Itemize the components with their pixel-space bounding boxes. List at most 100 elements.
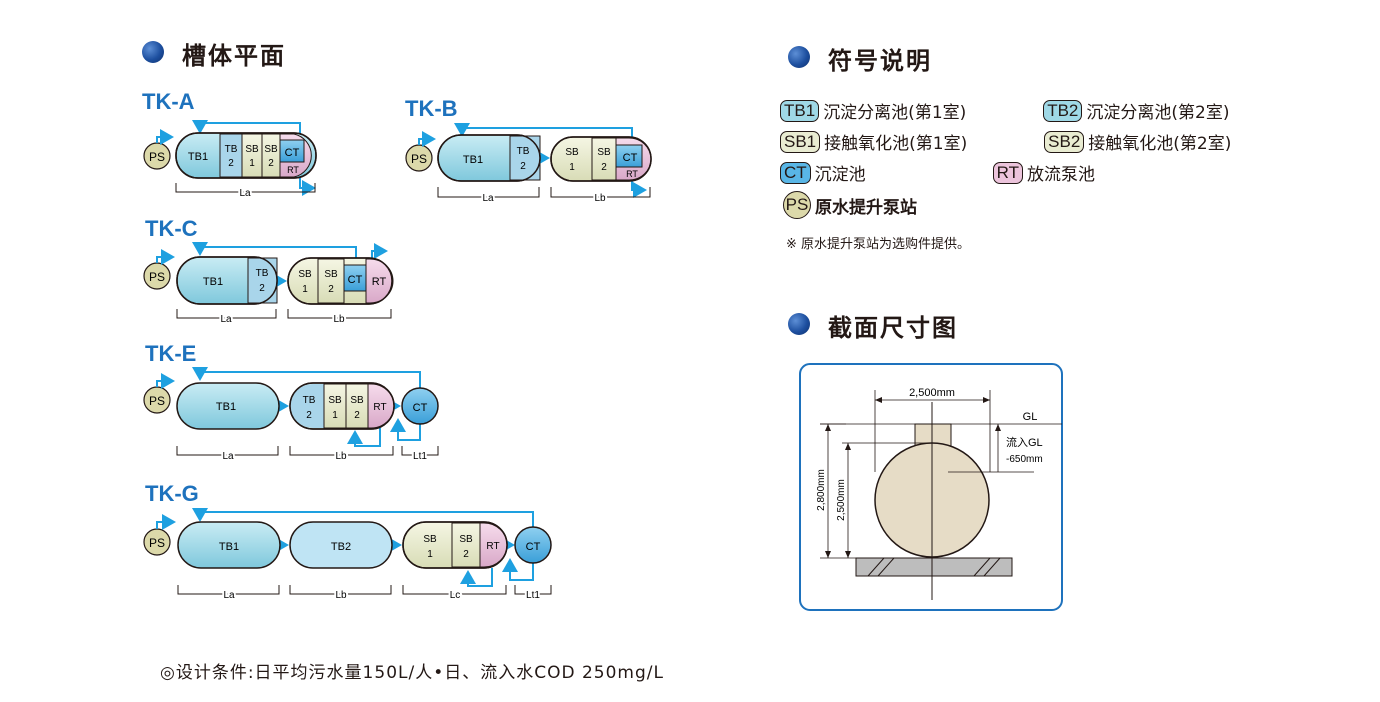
tka-sb1-num: 1 xyxy=(249,158,255,169)
tkb-sb1-label: SB xyxy=(565,147,579,158)
height-2500: 2,500mm xyxy=(836,479,847,521)
legend-tag-ps: PS xyxy=(783,191,811,219)
tke-sb1-num: 1 xyxy=(332,410,338,421)
tkb-tb1-label: TB1 xyxy=(463,154,483,166)
tke-lb-label: Lb xyxy=(335,451,347,462)
tkg-diagram: PS TB1 TB2 SB 1 SB 2 RT CT La Lb Lc Lt1 xyxy=(143,508,552,603)
tke-diagram: PS TB1 TB 2 SB 1 SB 2 RT CT La Lb Lt1 xyxy=(143,367,439,464)
gl-label: GL xyxy=(1023,411,1038,423)
tka-tb1-label: TB1 xyxy=(188,151,208,163)
tke-ct-label: CT xyxy=(413,402,428,414)
legend-tag-ct: CT xyxy=(780,161,811,184)
model-label-tke: TK-E xyxy=(145,341,197,366)
tkb-sb2-num: 2 xyxy=(601,162,607,173)
tkg-lc-label: Lc xyxy=(450,590,461,601)
base-slab xyxy=(855,557,1013,577)
cross-section-title: 截面尺寸图 xyxy=(828,314,958,342)
section-bullet-icon xyxy=(788,313,810,335)
tkb-la-label: La xyxy=(482,193,494,204)
tkc-lb-label: Lb xyxy=(333,314,345,325)
tke-tb-num: 2 xyxy=(306,410,312,421)
inflow-label-1: 流入GL xyxy=(1006,435,1043,449)
tka-diagram: PS TB1 TB 2 SB 1 SB 2 CT RT La xyxy=(143,120,317,201)
tke-la-label: La xyxy=(222,451,234,462)
tkg-sb1-label: SB xyxy=(423,534,437,545)
tke-lt1-label: Lt1 xyxy=(413,451,427,462)
tkg-lb-label: Lb xyxy=(335,590,347,601)
tke-ps-label: PS xyxy=(149,394,165,408)
tkc-sb2-num: 2 xyxy=(328,284,334,295)
tka-ps-label: PS xyxy=(149,150,165,164)
tkb-diagram: PS TB1 TB 2 SB 1 SB 2 CT RT La Lb xyxy=(405,123,652,206)
tkc-sb2-label: SB xyxy=(324,269,338,280)
tkc-diagram: PS TB1 TB 2 SB 1 SB 2 CT RT La Lb xyxy=(143,242,394,327)
legend-tag-rt: RT xyxy=(992,161,1024,184)
legend-text-sb2: 接触氧化池(第2室) xyxy=(1088,134,1232,154)
tkg-ct-circle xyxy=(514,526,552,564)
tkc-ps-label: PS xyxy=(149,270,165,284)
legend-tag-sb2: SB2 xyxy=(1044,130,1085,153)
legend-text-ps: 原水提升泵站 xyxy=(815,197,917,218)
legend-tag-sb1: SB1 xyxy=(780,130,821,153)
tke-tb-label: TB xyxy=(303,395,316,406)
tkb-ps-label: PS xyxy=(411,152,427,166)
model-label-tkg: TK-G xyxy=(145,481,199,506)
cross-section-drawing: 2,500mm GL 流入GL -650mm 2,800mm 2,500mm xyxy=(799,363,1063,611)
tka-tb-num: 2 xyxy=(228,158,234,169)
plan-section-title: 槽体平面 xyxy=(182,42,286,70)
tkg-tb2-label: TB2 xyxy=(331,541,351,553)
tkc-ct-label: CT xyxy=(348,274,363,286)
tkb-sb1-num: 1 xyxy=(569,162,575,173)
tkb-lb-label: Lb xyxy=(594,193,606,204)
tka-sb2-num: 2 xyxy=(268,158,274,169)
tkg-lt1-label: Lt1 xyxy=(526,590,540,601)
legend-tag-tb2: TB2 xyxy=(1043,99,1083,122)
tke-ct-circle xyxy=(401,387,439,425)
legend-tag-tb1: TB1 xyxy=(780,99,820,122)
legend-row-ps: PS 原水提升泵站 xyxy=(783,191,917,219)
legend-row-ct-rt: CT 沉淀池 RT 放流泵池 xyxy=(780,160,1095,185)
legend-section-title: 符号说明 xyxy=(828,47,932,75)
legend-row-sb: SB1 接触氧化池(第1室) SB2 接触氧化池(第2室) xyxy=(780,129,1231,154)
tkc-tb-label: TB xyxy=(256,268,269,279)
tkb-ct-label: CT xyxy=(623,152,638,164)
legend-bullet-icon xyxy=(788,46,810,68)
tkb-sb2-label: SB xyxy=(597,147,611,158)
tank-plan-diagrams: PS TB1 TB 2 SB 1 SB 2 CT RT La PS xyxy=(143,120,652,603)
legend-text-tb1: 沉淀分离池(第1室) xyxy=(823,103,967,123)
legend-text-ct: 沉淀池 xyxy=(814,165,866,185)
tkc-sb1-label: SB xyxy=(298,269,312,280)
legend-row-tb: TB1 沉淀分离池(第1室) TB2 沉淀分离池(第2室) xyxy=(780,98,1229,123)
plan-bullet-icon xyxy=(142,41,164,63)
tkg-rt-label: RT xyxy=(486,541,499,552)
tkb-tb-num: 2 xyxy=(520,161,526,172)
tke-tb1-label: TB1 xyxy=(216,401,236,413)
tkc-tb1-label: TB1 xyxy=(203,276,223,288)
tka-sb2-label: SB xyxy=(264,144,278,155)
tka-rt-label: RT xyxy=(287,165,299,175)
tka-tb-label: TB xyxy=(225,144,238,155)
tkb-rt-label: RT xyxy=(626,169,638,179)
tka-ct-label: CT xyxy=(285,147,300,159)
tkg-tb1-label: TB1 xyxy=(219,541,239,553)
tkc-sb1-num: 1 xyxy=(302,284,308,295)
tke-sb2-label: SB xyxy=(350,395,364,406)
legend-note: ※ 原水提升泵站为选购件提供。 xyxy=(786,237,971,252)
height-2800: 2,800mm xyxy=(816,469,827,511)
model-label-tka: TK-A xyxy=(142,89,195,114)
tkc-la-label: La xyxy=(220,314,232,325)
width-dimension: 2,500mm xyxy=(909,387,955,399)
tka-sb1-label: SB xyxy=(245,144,259,155)
tkc-tb-num: 2 xyxy=(259,283,265,294)
tkb-tb-label: TB xyxy=(517,146,530,157)
tkg-ct-label: CT xyxy=(526,541,541,553)
tke-rt-label: RT xyxy=(373,402,386,413)
tkg-ps-label: PS xyxy=(149,536,165,550)
model-label-tkb: TK-B xyxy=(405,96,458,121)
tke-sb2-num: 2 xyxy=(354,410,360,421)
tkg-sb2-num: 2 xyxy=(463,549,469,560)
tka-la-label: La xyxy=(239,188,251,199)
legend-text-rt: 放流泵池 xyxy=(1027,165,1096,185)
tkg-la-label: La xyxy=(223,590,235,601)
inflow-label-2: -650mm xyxy=(1006,454,1043,465)
